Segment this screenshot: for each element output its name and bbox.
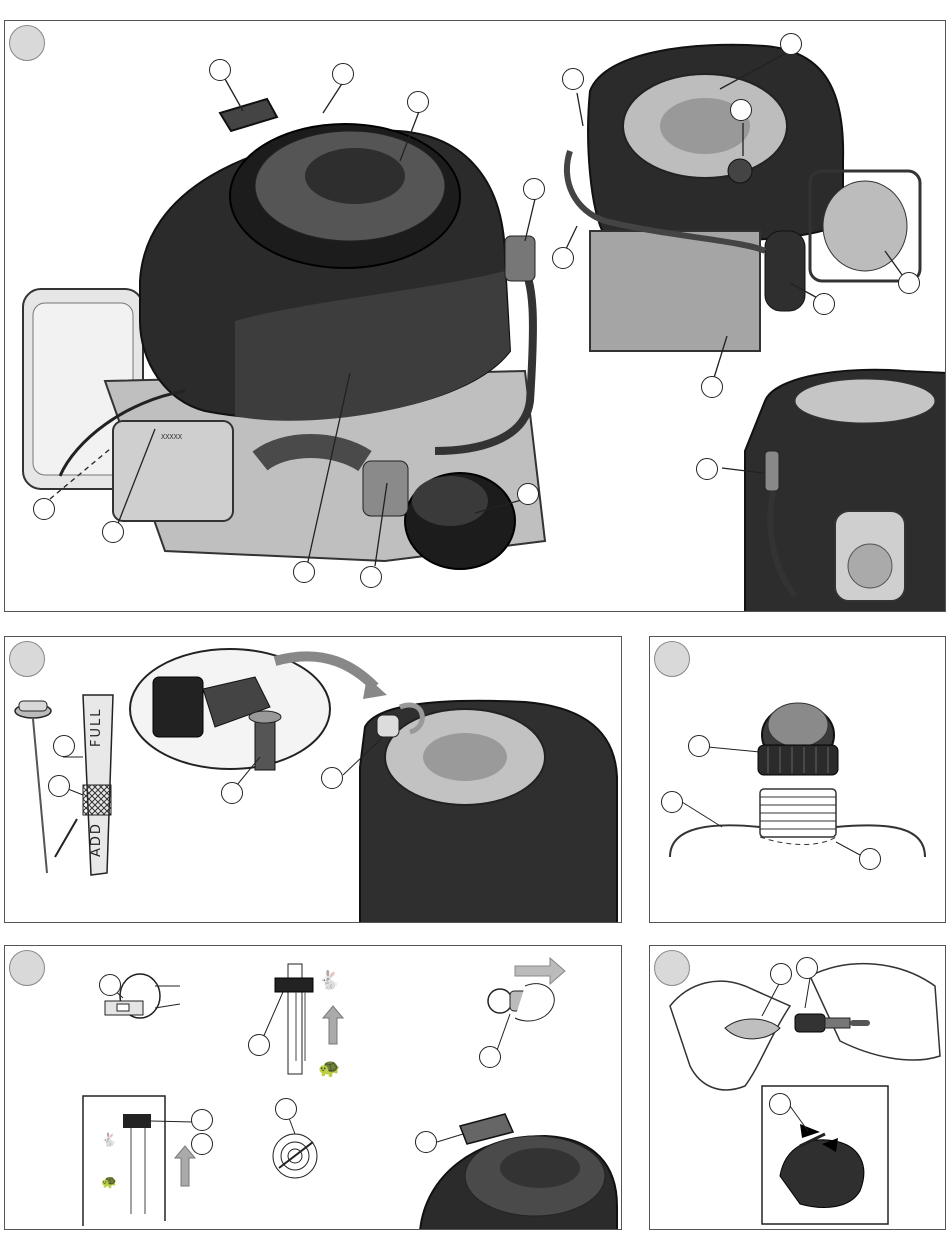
callout-fuel-solenoid: [696, 458, 718, 480]
callout-spark-plug: [33, 498, 55, 520]
callout-full-mark: [48, 775, 70, 797]
engine-tag-text: XXXXX: [161, 433, 182, 441]
panel-starting-controls: 🐇 🐢 🐇 🐢: [4, 945, 622, 1230]
callout-muffler: [898, 272, 920, 294]
callout-starter-handle: [209, 59, 231, 81]
svg-text:🐇: 🐇: [101, 1132, 117, 1148]
callout-oil-dipstick: [730, 99, 752, 121]
callout-fuel-shutoff: [523, 178, 545, 200]
dipstick-full-mark: FULL: [89, 708, 104, 747]
callout-oil-fill-cap: [321, 767, 343, 789]
callout-air-filter: [517, 483, 539, 505]
callout-starter-rope-handle: [415, 1131, 437, 1153]
panel-fuel-cap: [649, 636, 946, 923]
spark-plug-illustration: [650, 946, 946, 1230]
fuel-cap-illustration: [650, 637, 946, 923]
callout-primer-bulb: [479, 1046, 501, 1068]
callout-fuel-cap: [688, 735, 710, 757]
panel-spark-plug: [649, 945, 946, 1230]
slow-turtle-icon: 🐢: [318, 1058, 340, 1079]
dipstick-illustration: [5, 637, 622, 923]
callout-throttle-choke: [191, 1133, 213, 1155]
callout-drain-plug: [552, 247, 574, 269]
callout-electrode-gap: [769, 1093, 791, 1115]
callout-fuel-filler-neck: [859, 848, 881, 870]
callout-valve-cover: [102, 521, 124, 543]
choke-illustration: 🐇 🐢 🐇 🐢: [5, 946, 622, 1230]
panel-oil-check: FULL ADD: [4, 636, 622, 923]
callout-dipstick-cap: [53, 735, 75, 757]
panel-engine-overview: XXXXX: [4, 20, 946, 612]
fast-rabbit-icon: 🐇: [318, 969, 340, 991]
callout-fuel-line: [562, 68, 584, 90]
callout-throttle-fast: [191, 1109, 213, 1131]
callout-spark-plug: [796, 957, 818, 979]
callout-oil-filter: [813, 293, 835, 315]
engine-overview-illustration: [5, 21, 946, 612]
callout-oil-fill-tube: [221, 782, 243, 804]
callout-oil-fill: [780, 33, 802, 55]
callout-feeler-gauge: [770, 963, 792, 985]
callout-engine-shroud: [293, 561, 315, 583]
callout-recoil-starter: [407, 91, 429, 113]
callout-stop-switch: [275, 1098, 297, 1120]
svg-text:🐢: 🐢: [101, 1175, 117, 1190]
callout-carburetor: [360, 566, 382, 588]
callout-governor: [701, 376, 723, 398]
dipstick-add-mark: ADD: [89, 822, 104, 857]
callout-rope-guide: [332, 63, 354, 85]
callout-throttle-lever: [248, 1034, 270, 1056]
callout-choke-lever: [99, 974, 121, 996]
callout-fuel-tank: [661, 791, 683, 813]
